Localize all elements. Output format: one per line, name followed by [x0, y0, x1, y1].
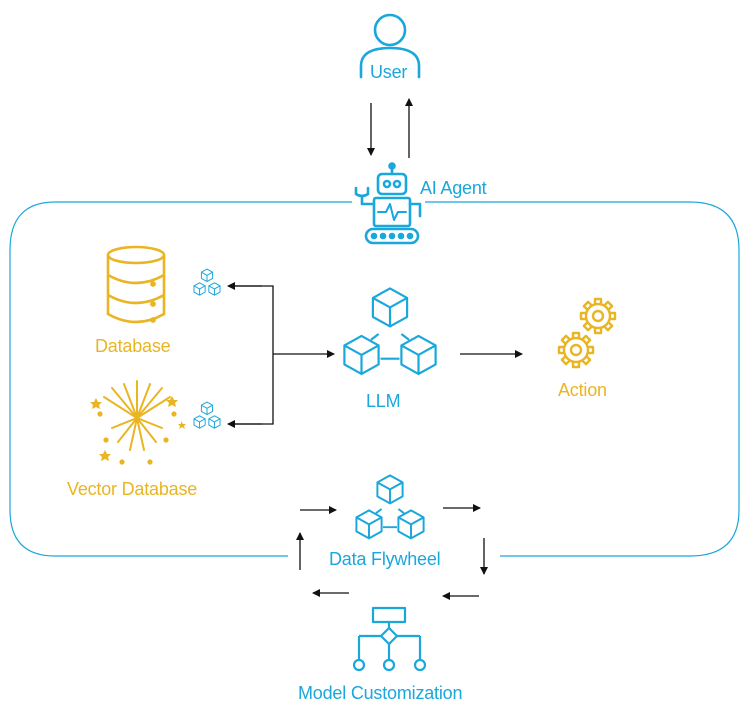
model-customization-label: Model Customization — [298, 683, 463, 703]
flowchart-icon — [352, 606, 427, 672]
robot-icon — [354, 162, 422, 245]
small-cubes-icon — [193, 401, 221, 429]
person-icon — [359, 13, 421, 79]
ai-agent-label: AI Agent — [420, 178, 487, 198]
cubes-network-icon — [343, 287, 437, 375]
cubes-network-icon — [355, 474, 425, 540]
user-label: User — [370, 62, 408, 82]
gears-icon — [557, 297, 617, 369]
database-label: Database — [95, 336, 171, 356]
database-cylinder-icon — [106, 245, 166, 324]
data-flywheel-label: Data Flywheel — [329, 549, 441, 569]
fireworks-icon — [90, 380, 186, 465]
llm-label: LLM — [366, 391, 401, 411]
agent-boundary — [9, 201, 740, 557]
vector-database-label: Vector Database — [67, 479, 198, 499]
small-cubes-icon — [193, 268, 221, 296]
action-label: Action — [558, 380, 607, 400]
bracket-line — [231, 285, 274, 425]
